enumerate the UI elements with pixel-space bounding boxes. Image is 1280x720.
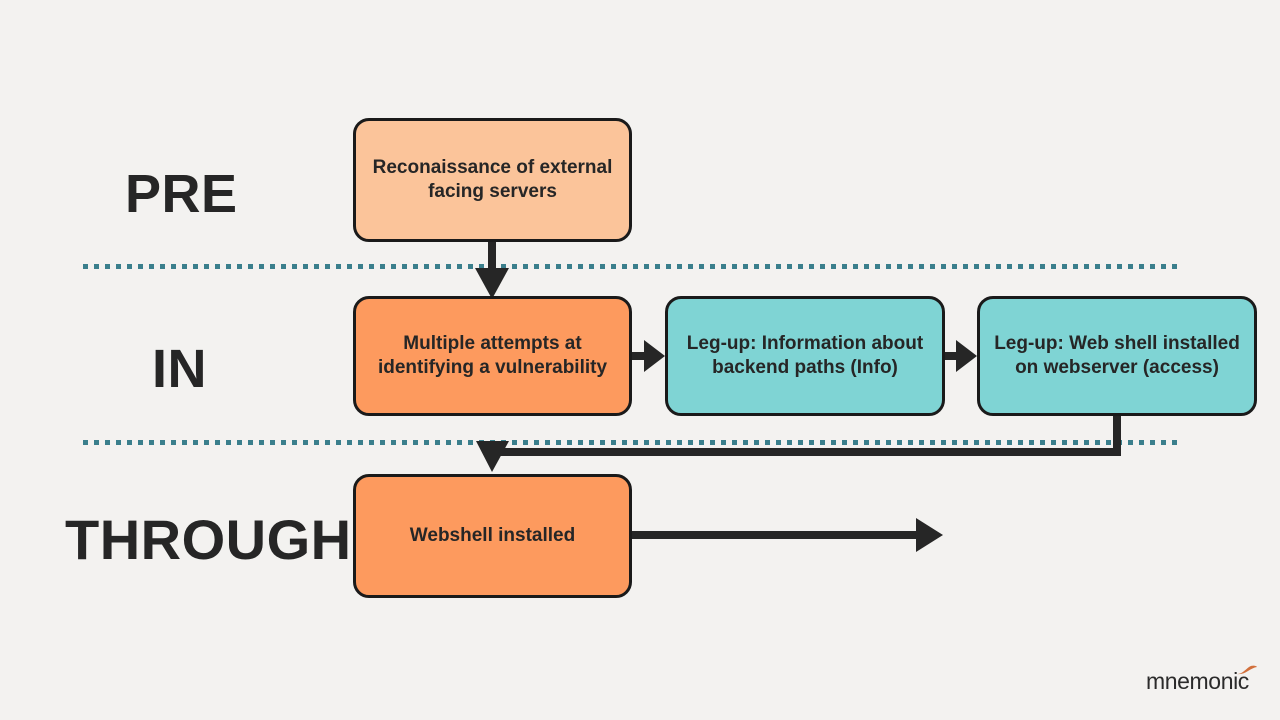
connector-webshell-installed-outgoing [632, 518, 943, 552]
node-recon-label: Reconaissance of external facing servers [372, 156, 613, 202]
connector-legup-info-to-legup-webshell [945, 340, 977, 372]
node-legup-webshell[interactable]: Leg-up: Web shell installed on webserver… [977, 296, 1257, 416]
node-multiple-attempts-label: Multiple attempts at identifying a vulne… [377, 332, 608, 378]
connector-legup-webshell-to-webshell-installed [476, 416, 1121, 472]
lane-label-in: IN [152, 339, 207, 399]
connector-recon-to-multiple-attempts [475, 241, 509, 299]
lane-label-pre: PRE [125, 164, 238, 224]
node-legup-webshell-label: Leg-up: Web shell installed on webserver… [994, 332, 1240, 378]
node-legup-info-label: Leg-up: Information about backend paths … [686, 332, 924, 378]
mnemonic-logo: mnemonic [1146, 664, 1266, 700]
node-recon[interactable]: Reconaissance of external facing servers [353, 118, 632, 242]
mnemonic-wordmark: mnemonic [1146, 668, 1249, 694]
lane-divider-pre-in [83, 264, 1181, 269]
mnemonic-swoosh-icon [1237, 665, 1257, 675]
node-webshell-installed-label: Webshell installed [409, 524, 576, 546]
node-multiple-attempts[interactable]: Multiple attempts at identifying a vulne… [353, 296, 632, 416]
lane-divider-in-through [83, 440, 1181, 445]
node-legup-info[interactable]: Leg-up: Information about backend paths … [665, 296, 945, 416]
connector-multiple-attempts-to-legup-info [632, 340, 665, 372]
node-webshell-installed[interactable]: Webshell installed [353, 474, 632, 598]
lane-label-through: THROUGH [65, 508, 352, 571]
